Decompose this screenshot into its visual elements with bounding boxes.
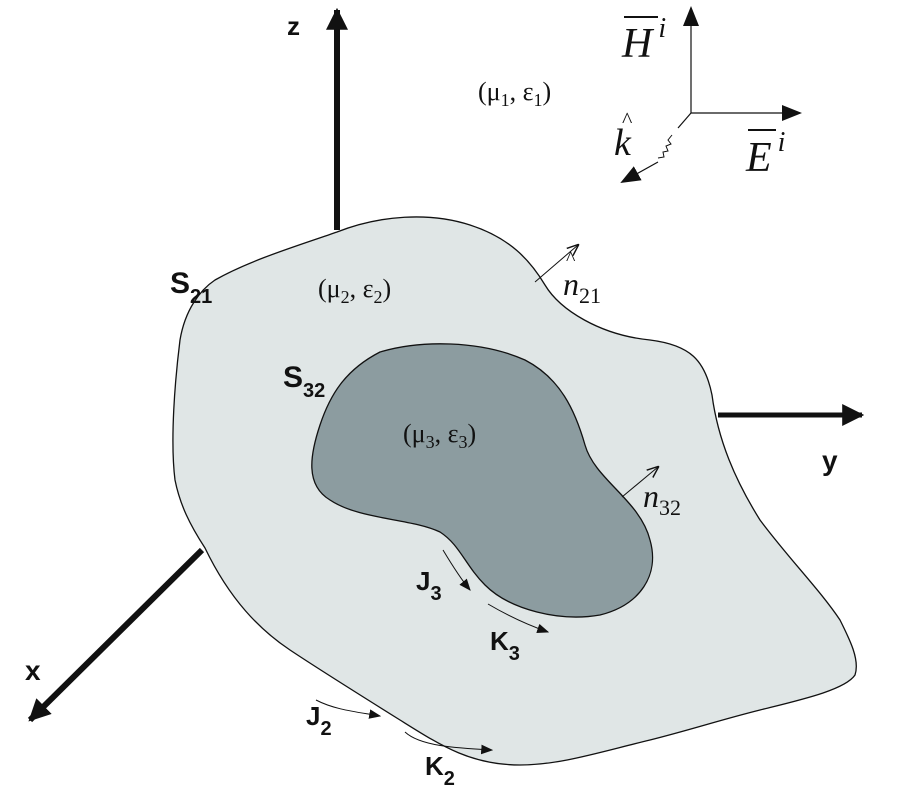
y-axis-label: y bbox=[822, 445, 838, 476]
hat-icon: ^ bbox=[566, 248, 576, 270]
normal-n32: n32 bbox=[621, 467, 681, 520]
svg-text:K3: K3 bbox=[490, 626, 520, 665]
k-hat-icon: ^ bbox=[622, 107, 633, 132]
normal-n32-label: n32 bbox=[643, 478, 681, 520]
current-j2: J2 bbox=[306, 699, 382, 740]
y-axis: y bbox=[718, 404, 865, 476]
x-axis: x bbox=[25, 547, 205, 723]
medium-3-label: (μ3, ε3) bbox=[403, 419, 476, 452]
normal-n21: n21 ^ bbox=[534, 245, 601, 308]
x-axis-label: x bbox=[25, 655, 41, 686]
svg-text:J2: J2 bbox=[306, 701, 332, 740]
svg-text:K2: K2 bbox=[425, 751, 455, 790]
medium-1-label: (μ1, ε1) bbox=[478, 77, 551, 110]
z-axis-label: z bbox=[287, 11, 300, 41]
medium-2-label: (μ2, ε2) bbox=[318, 274, 391, 307]
wavy-k-line bbox=[657, 134, 673, 159]
surface-s32-label: S32 bbox=[283, 361, 325, 402]
normal-n21-label: n21 bbox=[563, 266, 601, 308]
svg-text:J3: J3 bbox=[416, 566, 442, 605]
k-vector-label: k bbox=[614, 122, 632, 164]
surface-s21-label: S21 bbox=[170, 267, 212, 308]
current-j3: J3 bbox=[416, 549, 471, 605]
region-3-body bbox=[311, 343, 654, 618]
z-axis: z bbox=[287, 7, 348, 230]
current-k3: K3 bbox=[487, 603, 550, 665]
current-k2: K2 bbox=[404, 731, 494, 790]
